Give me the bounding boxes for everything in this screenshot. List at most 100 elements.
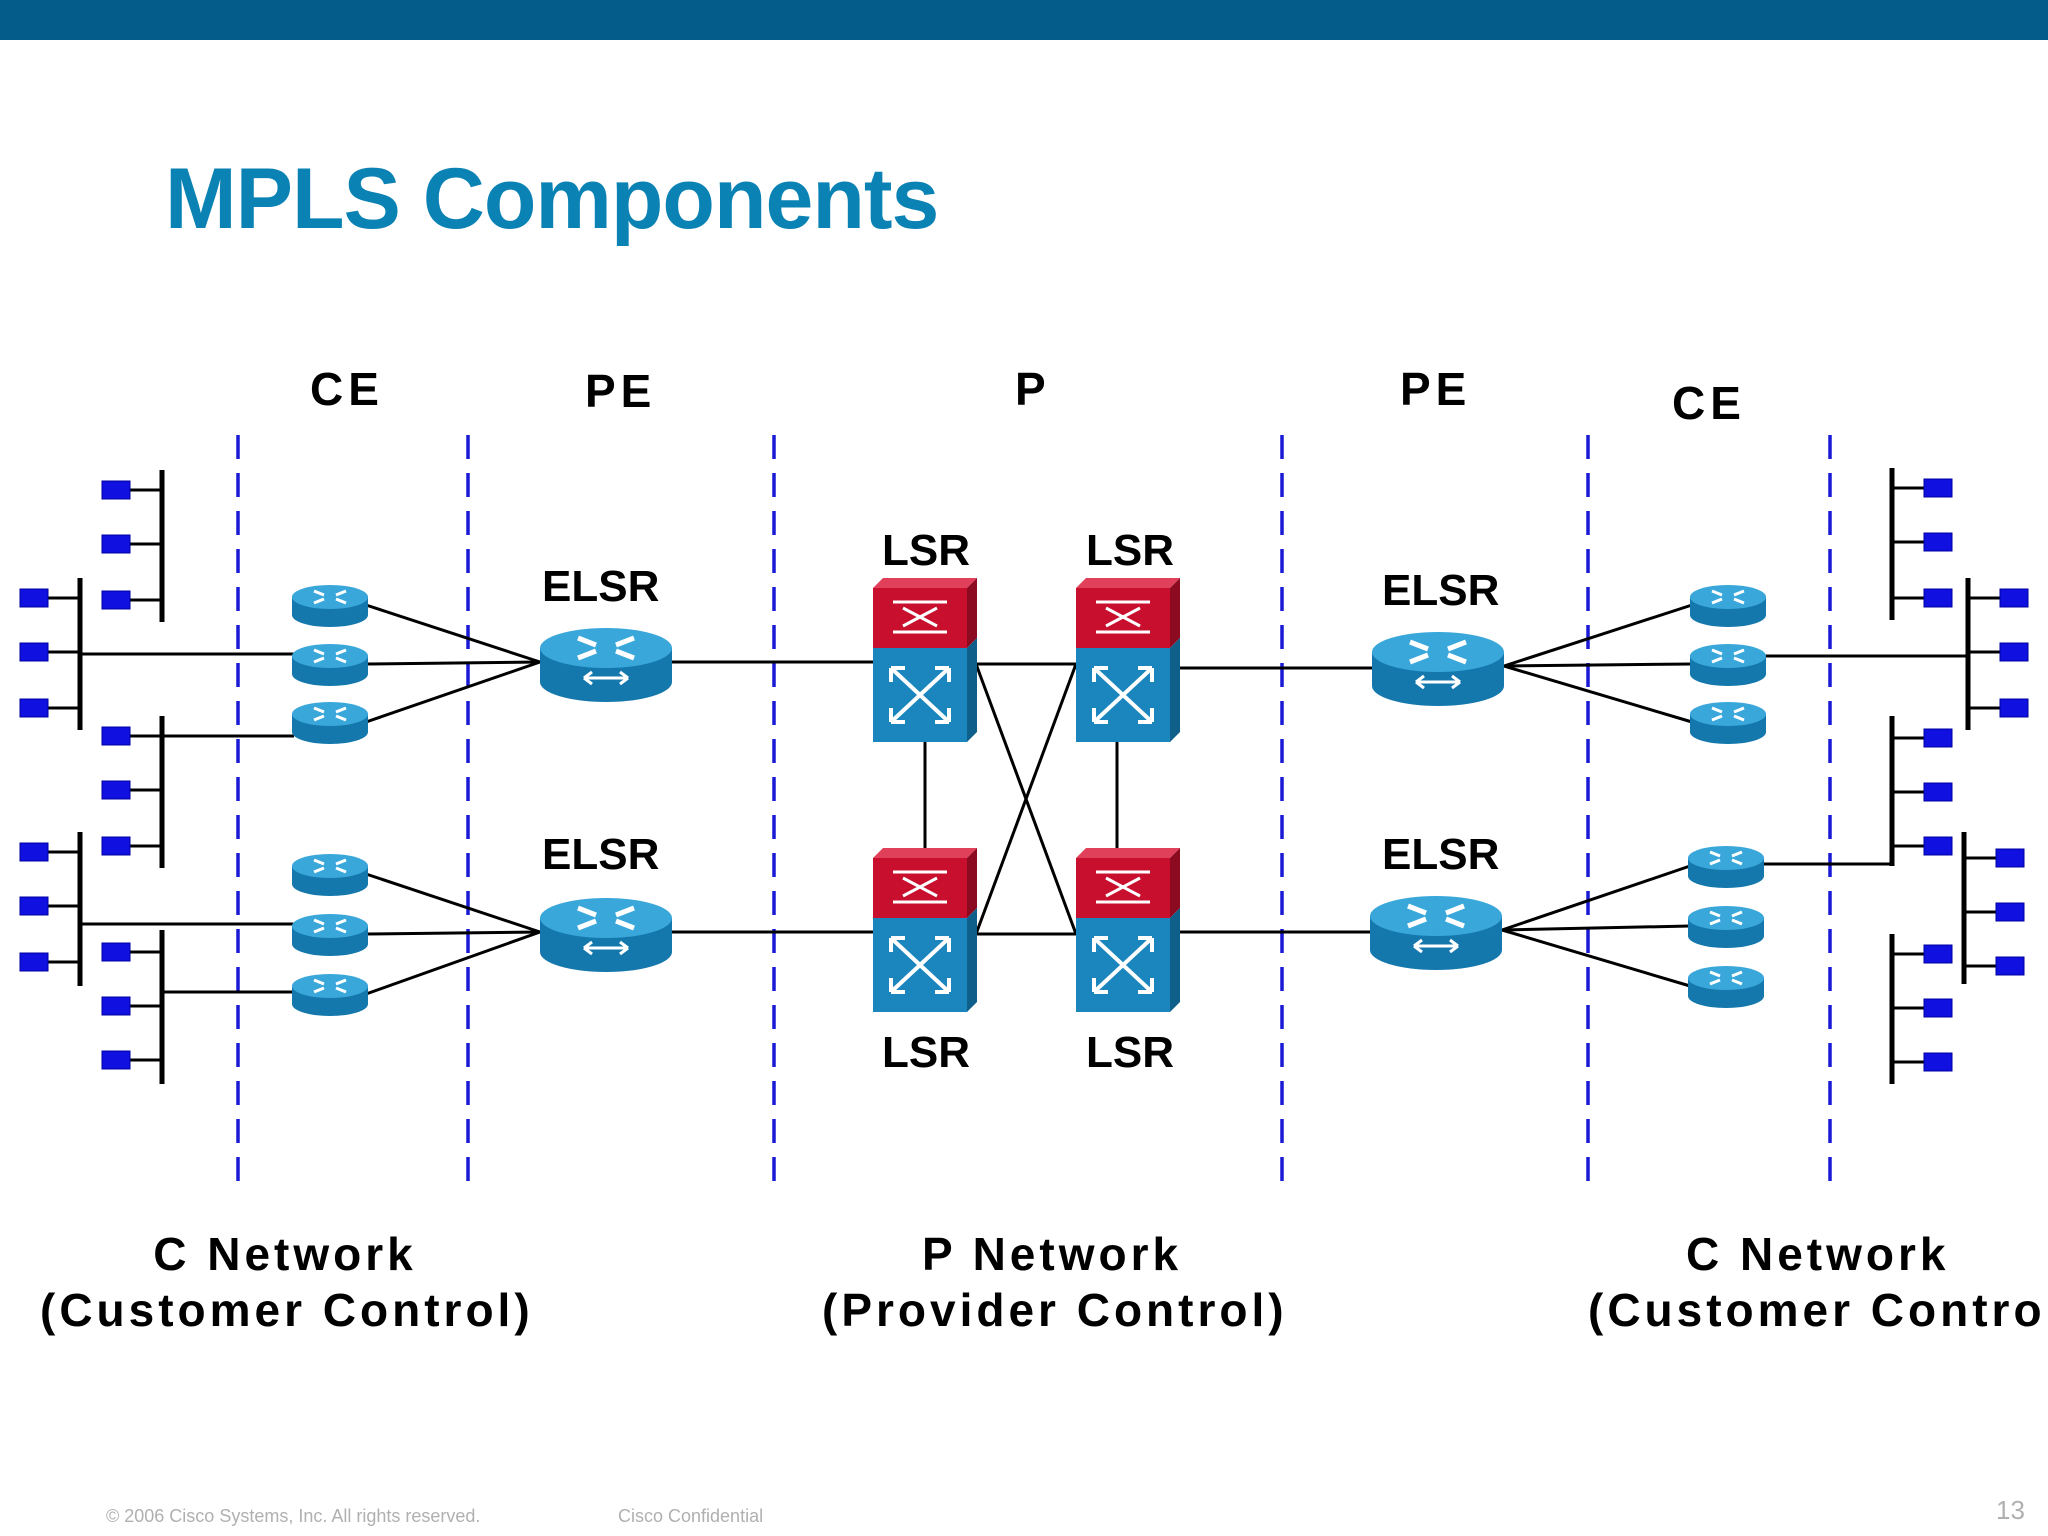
- workstation-icon: [19, 842, 49, 862]
- workstation-icon: [1923, 836, 1953, 856]
- workstation-icon: [1999, 698, 2029, 718]
- router-icon: [290, 700, 370, 746]
- lan-left-5: [101, 930, 294, 1084]
- label-lsr-bottom-1: LSR: [882, 1028, 970, 1077]
- network-label-middle: P Network (Provider Control): [822, 1226, 1288, 1338]
- link-ce-pe-right-top-1: [1503, 662, 1693, 668]
- network-label-left: C Network (Customer Control): [40, 1226, 530, 1338]
- devices: [290, 576, 1768, 1018]
- workstation-icon: [1999, 642, 2029, 662]
- workstation-icon: [1999, 588, 2029, 608]
- router-icon: [1686, 964, 1766, 1010]
- edge-router-icon: [540, 628, 672, 702]
- label-elsr-top-right: ELSR: [1382, 566, 1500, 615]
- atm-switch-router-icon: [1074, 576, 1182, 744]
- workstation-icon: [1995, 956, 2025, 976]
- lan-right-4: [1961, 832, 2025, 984]
- workstation-icon: [1995, 902, 2025, 922]
- lan-left-3: [101, 716, 294, 868]
- network-middle-control: (Provider Control): [822, 1284, 1288, 1336]
- label-elsr-top-left: ELSR: [542, 562, 660, 611]
- footer-confidential: Cisco Confidential: [618, 1506, 764, 1526]
- link-ce-pe-right-top-0: [1503, 603, 1693, 668]
- router-icon: [1688, 642, 1768, 688]
- atm-switch-router-icon: [1074, 846, 1182, 1014]
- label-lsr-bottom-2: LSR: [1086, 1028, 1174, 1077]
- label-elsr-bottom-left: ELSR: [542, 830, 660, 879]
- network-left-name: C Network: [153, 1228, 417, 1280]
- header-bar: [0, 0, 2048, 40]
- link-ce-pe-left-bottom-2: [365, 930, 541, 996]
- zone-label-pe-left: PE: [585, 365, 657, 417]
- router-icon: [290, 852, 370, 898]
- workstation-icon: [101, 836, 131, 856]
- workstation-icon: [101, 590, 131, 610]
- workstation-icon: [19, 896, 49, 916]
- link-ce-pe-left-top-0: [365, 603, 541, 664]
- router-icon: [290, 642, 370, 688]
- workstation-icon: [19, 698, 49, 718]
- footer-copyright: © 2006 Cisco Systems, Inc. All rights re…: [106, 1506, 481, 1526]
- lan-right-1: [1889, 468, 1953, 620]
- router-icon: [1686, 904, 1766, 950]
- network-label-right: C Network (Customer Control): [1588, 1226, 2048, 1338]
- edge-router-icon: [1372, 632, 1504, 706]
- label-elsr-bottom-right: ELSR: [1382, 830, 1500, 879]
- link-ce-pe-right-top-2: [1503, 664, 1693, 724]
- network-left-control: (Customer Control): [40, 1284, 534, 1336]
- lan-left-2: [19, 578, 294, 730]
- workstation-icon: [101, 780, 131, 800]
- link-ce-pe-right-bottom-0: [1501, 864, 1691, 932]
- link-ce-pe-right-bottom-1: [1501, 924, 1691, 932]
- edge-router-icon: [1370, 896, 1502, 970]
- workstation-icon: [1923, 944, 1953, 964]
- workstation-icon: [19, 642, 49, 662]
- router-icon: [1686, 844, 1766, 890]
- workstation-icon: [1923, 532, 1953, 552]
- network-right-control: (Customer Control): [1588, 1284, 2048, 1336]
- label-lsr-top-1: LSR: [882, 526, 970, 575]
- router-icon: [1688, 583, 1768, 629]
- link-ce-pe-right-bottom-2: [1501, 928, 1691, 988]
- slide-title: MPLS Components: [165, 151, 939, 247]
- workstation-icon: [101, 996, 131, 1016]
- edge-router-icon: [540, 898, 672, 972]
- workstation-icon: [1923, 1052, 1953, 1072]
- router-icon: [1688, 700, 1768, 746]
- workstation-icon: [101, 942, 131, 962]
- workstation-icon: [19, 588, 49, 608]
- workstation-icon: [1995, 848, 2025, 868]
- workstation-icon: [1923, 728, 1953, 748]
- link-ce-pe-left-top-2: [365, 660, 541, 724]
- lan-right-5: [1889, 934, 1953, 1084]
- link-ce-pe-left-bottom-1: [365, 930, 541, 936]
- zone-label-ce-left: CE: [310, 363, 384, 415]
- workstation-icon: [1923, 782, 1953, 802]
- workstation-icon: [101, 1050, 131, 1070]
- router-icon: [290, 972, 370, 1018]
- workstation-icon: [1923, 998, 1953, 1018]
- zone-label-ce-right: CE: [1672, 377, 1746, 429]
- workstation-icon: [101, 726, 131, 746]
- label-lsr-top-2: LSR: [1086, 526, 1174, 575]
- zone-label-p: P: [1015, 363, 1051, 415]
- link-ce-pe-left-top-1: [365, 660, 541, 666]
- links: [365, 603, 1693, 996]
- workstation-icon: [101, 480, 131, 500]
- workstation-icon: [1923, 588, 1953, 608]
- zone-label-pe-right: PE: [1400, 363, 1472, 415]
- lan-segments: [19, 468, 2029, 1084]
- link-ce-pe-left-bottom-0: [365, 872, 541, 934]
- workstation-icon: [101, 534, 131, 554]
- router-icon: [290, 583, 370, 629]
- atm-switch-router-icon: [871, 846, 979, 1014]
- router-icon: [290, 912, 370, 958]
- workstation-icon: [19, 952, 49, 972]
- lan-right-3: [1762, 716, 1953, 866]
- lan-left-4: [19, 832, 294, 986]
- lan-right-2: [1764, 578, 2029, 730]
- network-right-name: C Network: [1686, 1228, 1950, 1280]
- zone-dividers: [236, 435, 1832, 1192]
- lan-left-1: [101, 470, 165, 622]
